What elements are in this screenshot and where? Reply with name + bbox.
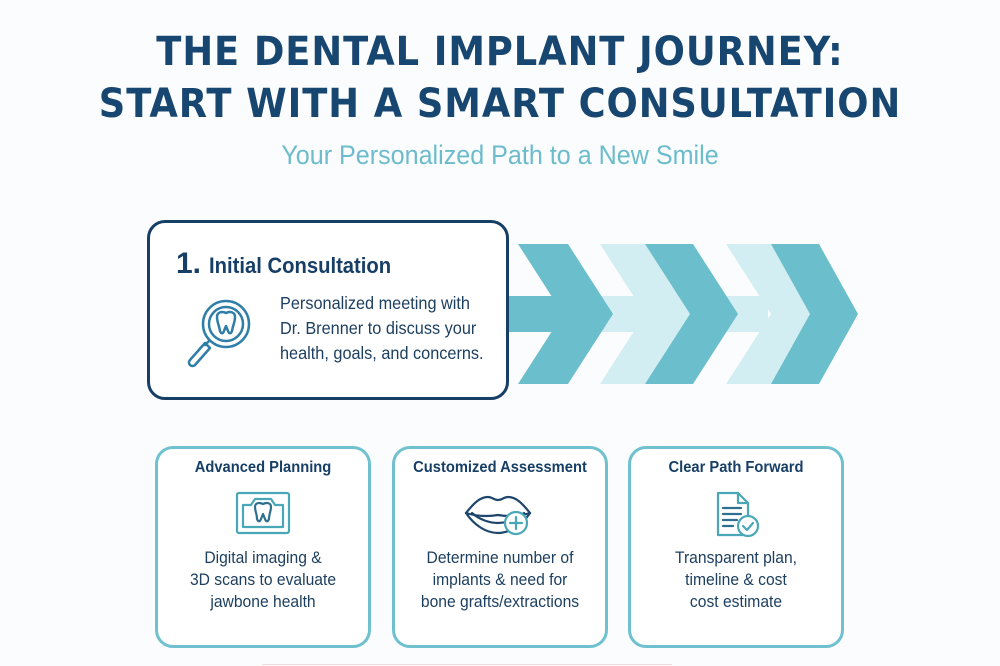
card-description: Determine number of implants & need for … <box>403 547 596 613</box>
description-line: Personalized meeting with <box>280 293 470 313</box>
page-subtitle: Your Personalized Path to a New Smile <box>281 140 719 170</box>
description-line: 3D scans to evaluate <box>189 570 337 589</box>
card-title: Clear Path Forward <box>668 459 804 476</box>
card-title: Customized Assessment <box>413 459 587 476</box>
description-line: jawbone health <box>210 592 316 611</box>
card-description: Digital imaging & 3D scans to evaluate j… <box>166 547 359 613</box>
description-line: cost estimate <box>689 592 783 611</box>
customized-assessment-card: Customized Assessment Determine number o… <box>392 446 608 648</box>
description-line: Digital imaging & <box>204 548 322 567</box>
magnifier-tooth-icon <box>187 299 251 368</box>
clear-path-forward-card: Clear Path Forward Transparent plan, tim… <box>628 446 844 648</box>
advanced-planning-card: Advanced Planning Digital imaging & 3D s… <box>155 446 371 648</box>
dental-xray-icon <box>235 491 291 535</box>
card-description: Transparent plan, timeline & cost cost e… <box>639 547 832 613</box>
description-line: implants & need for <box>432 570 568 589</box>
step-number: 1. <box>176 247 202 280</box>
step-heading: 1. Initial Consultation <box>176 247 407 281</box>
step-description: Personalized meeting with Dr. Brenner to… <box>280 291 489 366</box>
title-line-2: START WITH A SMART CONSULTATION <box>98 81 902 127</box>
description-line: bone grafts/extractions <box>420 592 580 611</box>
step-title: Initial Consultation <box>209 253 392 278</box>
description-line: health, goals, and concerns. <box>280 343 484 363</box>
title-line-1: THE DENTAL IMPLANT JOURNEY: <box>156 29 844 75</box>
initial-consultation-card: 1. Initial Consultation Personalized mee… <box>147 220 509 400</box>
divider <box>262 664 672 665</box>
description-line: Transparent plan, <box>674 548 798 567</box>
document-check-icon <box>716 491 760 538</box>
description-line: Determine number of <box>426 548 574 567</box>
description-line: timeline & cost <box>685 570 787 589</box>
description-line: Dr. Brenner to discuss your <box>280 318 477 338</box>
card-title: Advanced Planning <box>194 459 332 476</box>
progress-arrows-icon <box>508 244 858 384</box>
page-title: THE DENTAL IMPLANT JOURNEY: START WITH A… <box>40 26 960 130</box>
lips-plus-icon <box>464 495 532 536</box>
